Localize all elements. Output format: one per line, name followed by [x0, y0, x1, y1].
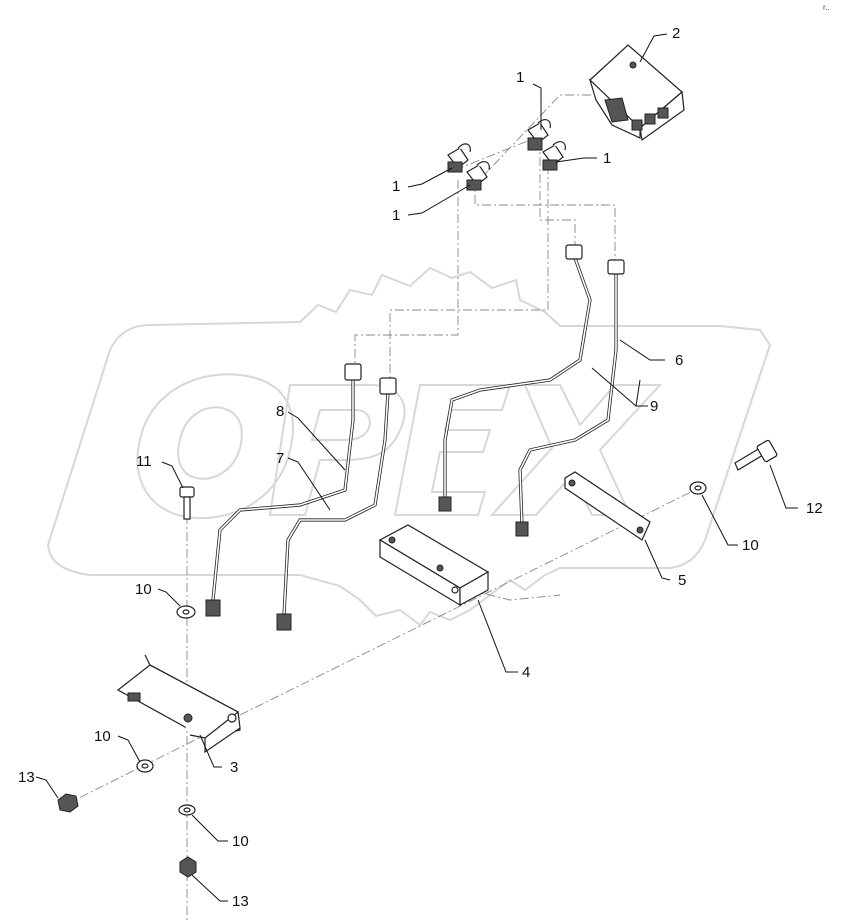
callout-9: 9	[650, 398, 658, 415]
corner-mark: r..	[823, 3, 830, 12]
valve-block	[588, 44, 685, 142]
callout-3: 3	[230, 759, 238, 776]
elbow-fitting-2	[466, 161, 490, 191]
washer-10-a	[176, 605, 196, 619]
callout-1-a: 1	[516, 69, 524, 86]
callout-5: 5	[678, 572, 686, 589]
elbow-fitting-4	[542, 141, 566, 171]
pipe-9	[438, 244, 592, 512]
callout-1-b: 1	[392, 178, 400, 195]
clamp-plate	[564, 471, 651, 541]
nut-13-a	[57, 793, 79, 813]
callout-10-b: 10	[742, 537, 759, 554]
callout-8: 8	[276, 403, 284, 420]
callout-13-a: 13	[18, 769, 35, 786]
callout-6: 6	[675, 352, 683, 369]
pipe-clamp	[378, 524, 490, 607]
washer-10-c	[136, 759, 154, 773]
callout-labels: 2 1 1 1 1 6 9 8 7 11 12 10 5 4 10 3 10 1…	[18, 25, 823, 910]
callout-7: 7	[276, 450, 284, 467]
bracket	[116, 654, 241, 754]
callout-4: 4	[522, 664, 530, 681]
callout-13-b: 13	[232, 893, 249, 910]
washer-10-b	[689, 481, 707, 495]
callout-1-c: 1	[392, 207, 400, 224]
elbow-fitting-1	[447, 143, 471, 173]
bolt-11	[179, 486, 195, 520]
bolt-12	[734, 439, 778, 471]
nut-13-b	[179, 856, 197, 878]
pipe-8	[205, 363, 362, 617]
pipe-7	[276, 377, 397, 631]
leader-lines	[35, 33, 798, 902]
callout-11: 11	[136, 453, 152, 470]
callout-10-d: 10	[232, 833, 249, 850]
callout-1-d: 1	[603, 150, 611, 167]
pipe-6	[515, 259, 625, 537]
callout-10-c: 10	[94, 728, 111, 745]
elbow-fitting-3	[527, 119, 551, 151]
washer-10-d	[178, 804, 196, 816]
callout-2: 2	[672, 25, 680, 42]
callout-12: 12	[806, 500, 823, 517]
callout-10-a: 10	[135, 581, 152, 598]
